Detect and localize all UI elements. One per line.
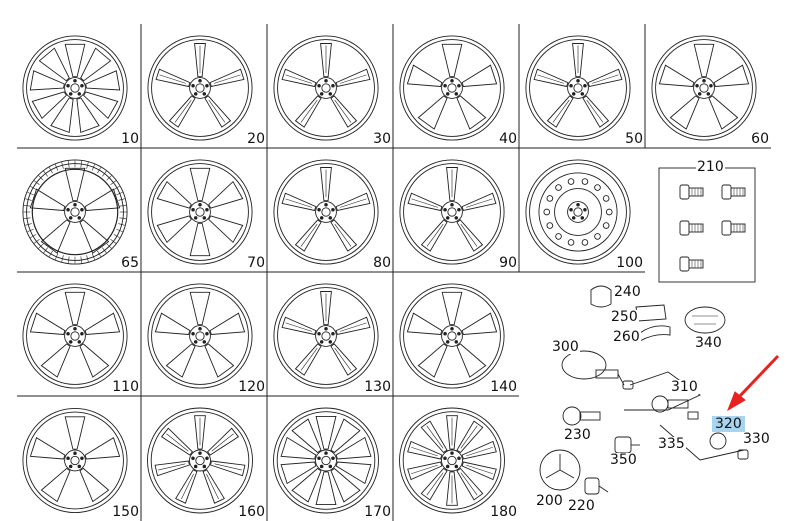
wheel-cell-40[interactable]: 40 xyxy=(393,24,519,148)
wheel-number: 110 xyxy=(111,379,140,395)
wheel-cell-170[interactable]: 170 xyxy=(267,396,393,521)
part-number-300[interactable]: 300 xyxy=(551,339,580,355)
hub-cap-200 xyxy=(539,449,581,491)
wheel-cell-60[interactable]: 60 xyxy=(645,24,771,148)
wheel-cell-70[interactable]: 70 xyxy=(141,148,267,272)
wheel-drawing-110 xyxy=(22,283,128,389)
wheel-cell-90[interactable]: 90 xyxy=(393,148,519,272)
wheel-number: 140 xyxy=(489,379,518,395)
part-number-250[interactable]: 250 xyxy=(610,309,639,325)
wheel-drawing-50 xyxy=(525,35,631,141)
group-310-lines xyxy=(624,371,701,411)
wheel-cell-120[interactable]: 120 xyxy=(141,272,267,396)
wheel-cell-140[interactable]: 140 xyxy=(393,272,519,396)
part-number-200[interactable]: 200 xyxy=(535,493,564,509)
sticker-340 xyxy=(684,306,726,334)
wheel-drawing-10 xyxy=(22,35,128,141)
wheel-drawing-20 xyxy=(147,35,253,141)
wheel-number: 150 xyxy=(111,504,140,520)
part-number-320[interactable]: 320 xyxy=(712,416,745,432)
wheel-number: 80 xyxy=(372,255,392,271)
wheel-number: 30 xyxy=(372,131,392,147)
wheel-drawing-30 xyxy=(273,35,379,141)
part-number-220[interactable]: 220 xyxy=(567,498,596,514)
part-number-310[interactable]: 310 xyxy=(670,379,699,395)
part-number-350[interactable]: 350 xyxy=(609,452,638,468)
wheel-drawing-120 xyxy=(147,283,253,389)
weight-260 xyxy=(639,325,671,342)
part-number-260[interactable]: 260 xyxy=(612,329,641,345)
wheel-number: 170 xyxy=(363,504,392,520)
wheel-bolt-4 xyxy=(721,220,746,236)
wheel-number: 20 xyxy=(246,131,266,147)
wheel-drawing-140 xyxy=(399,283,505,389)
wheel-number: 50 xyxy=(624,131,644,147)
wheel-number: 70 xyxy=(246,255,266,271)
wheel-cell-110[interactable]: 110 xyxy=(17,272,141,396)
weight-250 xyxy=(635,304,667,322)
wheel-cell-100[interactable]: 100 xyxy=(519,148,645,272)
wheel-number: 40 xyxy=(498,131,518,147)
wheel-cell-10[interactable]: 10 xyxy=(17,24,141,148)
wheel-cell-80[interactable]: 80 xyxy=(267,148,393,272)
wheel-number: 120 xyxy=(237,379,266,395)
valve-350 xyxy=(614,436,640,454)
bolt-box xyxy=(658,167,756,283)
wheel-drawing-65 xyxy=(22,159,128,265)
wheel-drawing-160 xyxy=(147,407,253,514)
wheel-drawing-70 xyxy=(147,159,253,265)
wheel-cell-50[interactable]: 50 xyxy=(519,24,645,148)
wheel-drawing-150 xyxy=(22,407,128,514)
pointer-arrow xyxy=(727,354,780,412)
wheel-drawing-60 xyxy=(651,35,757,141)
wheel-bolt-3 xyxy=(679,220,704,236)
wheel-cell-130[interactable]: 130 xyxy=(267,272,393,396)
wheel-number: 180 xyxy=(489,504,518,520)
part-number-335[interactable]: 335 xyxy=(657,436,686,452)
wheel-drawing-90 xyxy=(399,159,505,265)
wheel-cell-30[interactable]: 30 xyxy=(267,24,393,148)
wheel-drawing-80 xyxy=(273,159,379,265)
part-number-210[interactable]: 210 xyxy=(696,159,725,175)
wheel-number: 130 xyxy=(363,379,392,395)
valve-230 xyxy=(562,406,601,426)
wheel-cell-180[interactable]: 180 xyxy=(393,396,519,521)
group-330-lines xyxy=(659,424,749,461)
wheel-bolt-1 xyxy=(679,184,704,200)
wheel-number: 100 xyxy=(615,255,644,271)
wheel-cell-150[interactable]: 150 xyxy=(17,396,141,521)
wheel-bolt-2 xyxy=(721,184,746,200)
wheel-drawing-100 xyxy=(525,159,631,265)
part-number-330[interactable]: 330 xyxy=(742,431,771,447)
wheel-drawing-170 xyxy=(273,407,379,514)
wheel-cell-20[interactable]: 20 xyxy=(141,24,267,148)
part-number-240[interactable]: 240 xyxy=(613,284,642,300)
part-number-230[interactable]: 230 xyxy=(563,427,592,443)
wheel-cell-65[interactable]: 65 xyxy=(17,148,141,272)
wheel-bolt-5 xyxy=(679,256,704,272)
part-number-340[interactable]: 340 xyxy=(694,335,723,351)
wheel-number: 10 xyxy=(120,131,140,147)
wheel-cell-160[interactable]: 160 xyxy=(141,396,267,521)
wheel-number: 65 xyxy=(120,255,140,271)
wheel-drawing-130 xyxy=(273,283,379,389)
wheel-drawing-180 xyxy=(399,407,505,514)
tpms-sensor-300 xyxy=(561,350,625,386)
wheel-drawing-40 xyxy=(399,35,505,141)
wheel-number: 90 xyxy=(498,255,518,271)
wheel-number: 160 xyxy=(237,504,266,520)
valve-220 xyxy=(584,477,609,495)
wheel-number: 60 xyxy=(750,131,770,147)
valve-320 xyxy=(651,395,699,420)
valve-small-300 xyxy=(622,380,634,390)
cover-cap-240 xyxy=(590,285,612,308)
